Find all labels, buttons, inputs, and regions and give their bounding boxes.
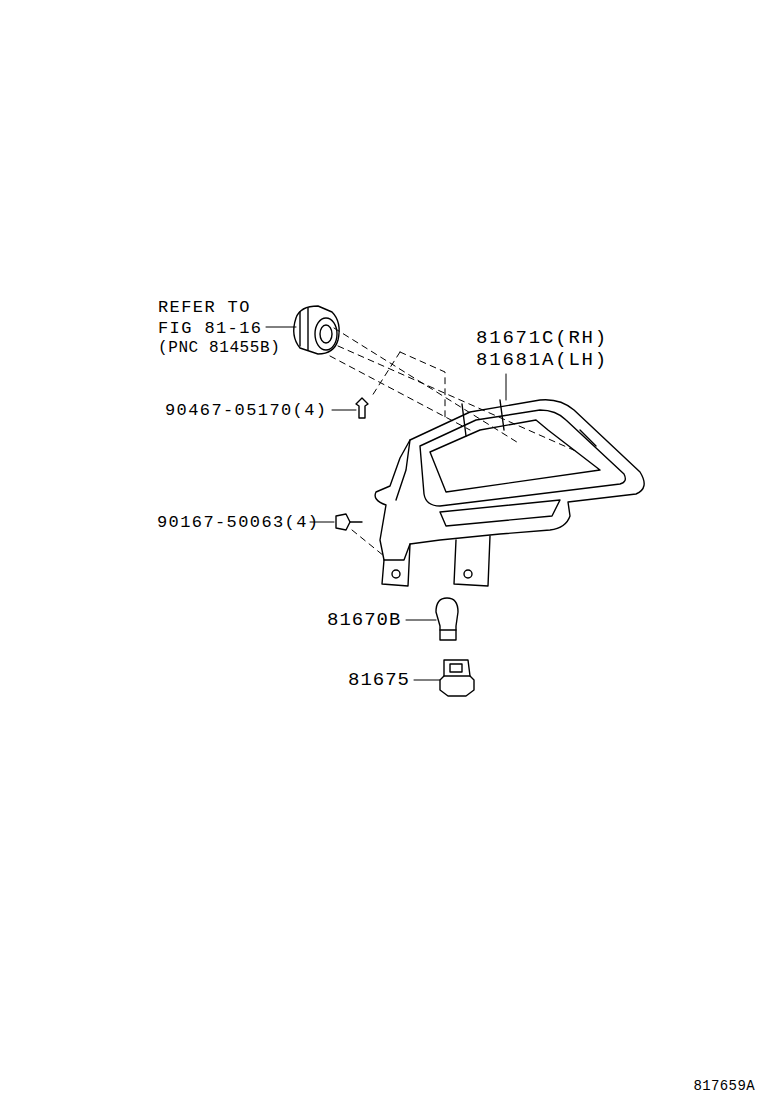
socket-reference [294,306,339,354]
part-number: 90467-05170(4) [165,402,327,419]
reference-note: (PNC 81455B) [158,340,280,356]
reference-note: FIG 81-16 [158,320,262,337]
bulb-socket [440,660,474,696]
reference-note: REFER TO [158,299,251,316]
part-number: 81671C(RH) [476,329,608,348]
part-number: 90167-50063(4) [157,514,319,531]
part-number: 81681A(LH) [476,351,608,370]
figure-id: 817659A [693,1079,755,1093]
tapping-screw [336,514,362,530]
bulb [436,598,458,640]
part-number: 81670B [327,611,401,630]
lamp-housing [375,400,644,586]
leader-lines [266,327,506,680]
clip-screw [356,398,368,418]
part-number: 81675 [348,671,410,690]
